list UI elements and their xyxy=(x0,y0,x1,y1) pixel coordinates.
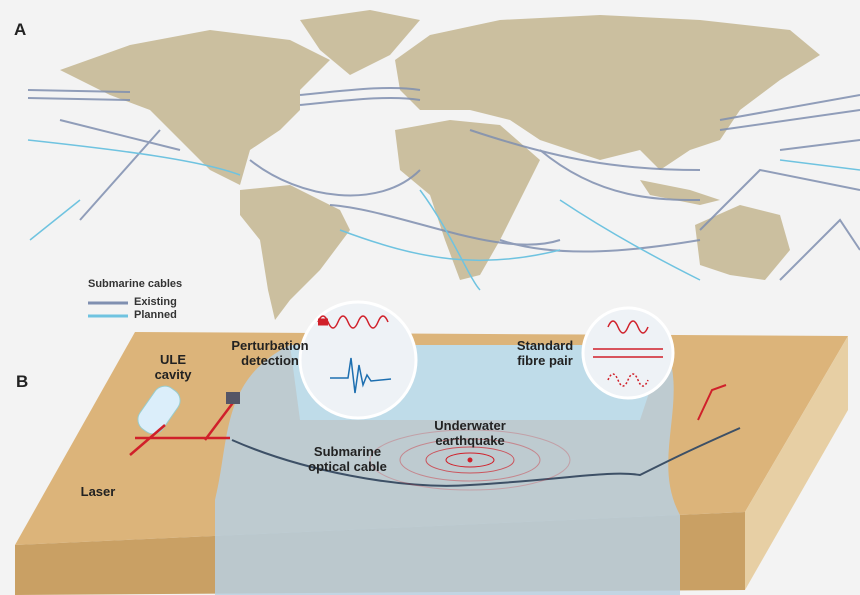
legend-planned-label: Planned xyxy=(134,309,177,321)
north-america xyxy=(60,30,330,185)
submarine-optical-cable-label: Submarine optical cable xyxy=(308,444,387,474)
legend-existing-label: Existing xyxy=(134,296,177,308)
ule-cavity xyxy=(137,385,181,435)
submarine-cable xyxy=(231,427,741,487)
existing-cables xyxy=(27,86,860,281)
africa xyxy=(395,120,540,280)
australia xyxy=(695,205,790,280)
photodetector xyxy=(226,392,240,404)
earthquake-rings xyxy=(369,429,571,491)
planned-cables xyxy=(27,139,860,291)
panel-b-label: B xyxy=(16,372,29,391)
greenland xyxy=(300,10,420,75)
laser-beam xyxy=(129,399,236,456)
remote-end-loop xyxy=(697,384,727,421)
perturbation-inset xyxy=(298,300,418,420)
continents xyxy=(60,10,820,320)
standard-fibre-inset xyxy=(581,306,675,400)
eurasia xyxy=(395,15,820,170)
indonesia xyxy=(640,180,720,205)
seafloor-block xyxy=(15,300,848,595)
legend-title: Submarine cables xyxy=(88,278,183,290)
block-side xyxy=(745,336,848,590)
ule-cavity-label: ULE cavity xyxy=(154,352,192,382)
south-america xyxy=(240,185,350,320)
perturbation-detection-label: Perturbation detection xyxy=(231,338,309,368)
panel-a-label: A xyxy=(14,20,27,39)
laser-label: Laser xyxy=(80,484,116,499)
underwater-earthquake-label: Underwater earthquake xyxy=(434,418,506,448)
standard-fibre-pair-label: Standard fibre pair xyxy=(516,338,574,368)
world-map xyxy=(27,10,860,320)
